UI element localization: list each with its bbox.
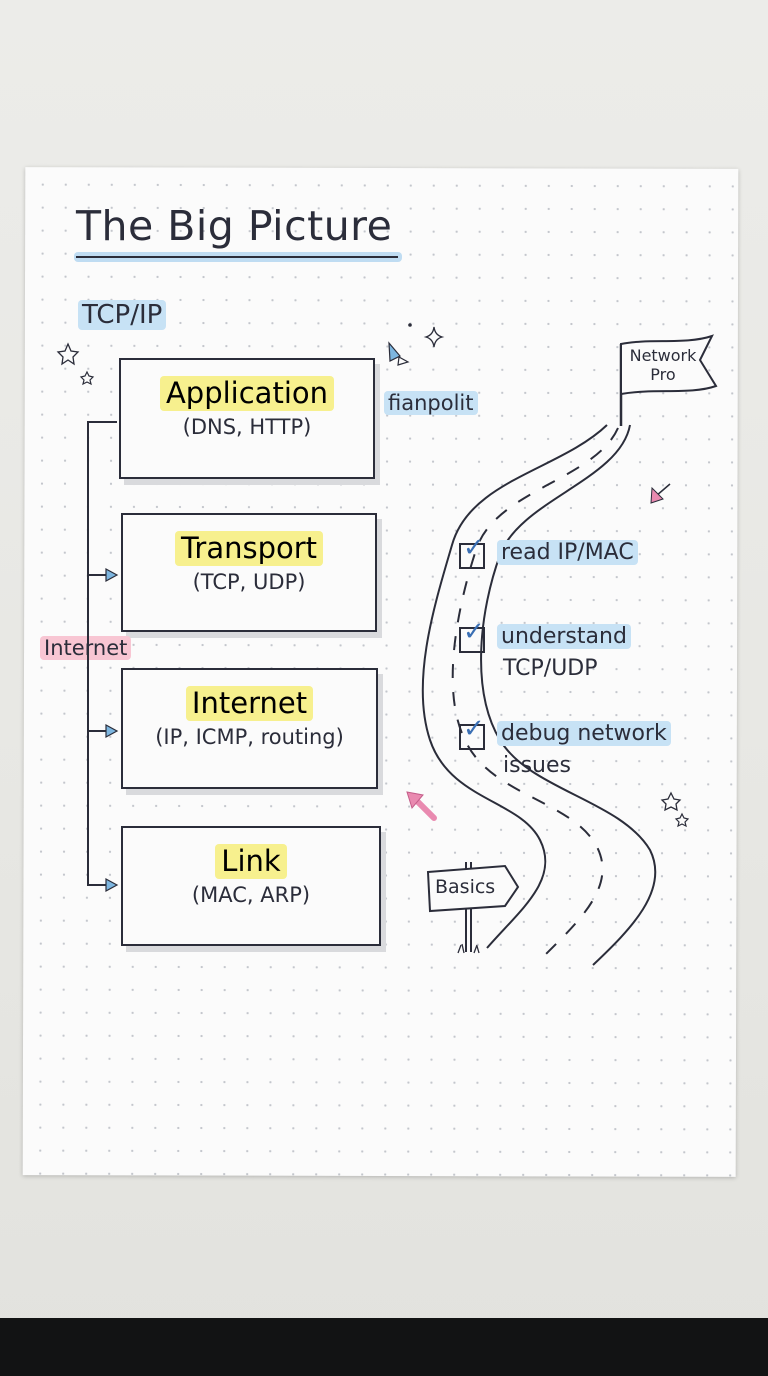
tool-label: fianpolit	[384, 391, 478, 415]
sparkle-icon	[423, 326, 445, 348]
layer-name: Internet	[185, 686, 314, 721]
pink-arrow-shaft	[413, 797, 437, 821]
tool-label-text: fianpolit	[384, 391, 478, 415]
layer-box-application: Application (DNS, HTTP)	[119, 358, 375, 479]
dot-icon	[408, 323, 412, 327]
page-title: The Big Picture	[76, 202, 393, 250]
layer-protocols: (TCP, UDP)	[192, 569, 306, 594]
layer-name: Transport	[174, 531, 324, 566]
triangle-icon	[397, 356, 410, 366]
checklist-item-text-line2: issues	[503, 752, 571, 778]
side-label: Internet	[40, 636, 132, 660]
layer-protocols: (IP, ICMP, routing)	[155, 724, 344, 749]
checklist-item: ✓ understand TCP/UDP	[459, 619, 631, 685]
flag-icon	[620, 334, 718, 396]
layer-protocols: (DNS, HTTP)	[182, 414, 312, 439]
subtitle-text: TCP/IP	[78, 300, 167, 330]
layer-protocols: (MAC, ARP)	[191, 882, 311, 907]
checklist-item: ✓ read IP/MAC	[459, 535, 638, 569]
checklist-item-text-line2: TCP/UDP	[503, 655, 598, 681]
checklist-item: ✓ debug network issues	[459, 716, 671, 782]
pink-arrow-icon	[406, 791, 424, 810]
flag-label-line2: Pro	[650, 365, 676, 385]
road-left-edge	[421, 424, 608, 949]
side-label-text: Internet	[40, 636, 132, 660]
flag-label-line1: Network	[629, 346, 697, 365]
checklist-item-text: read IP/MAC	[497, 540, 638, 565]
star-icon	[56, 342, 80, 366]
pink-arrow-icon	[650, 486, 664, 504]
flag-label: Network Pro	[625, 346, 701, 384]
star-icon	[674, 812, 690, 828]
table-edge	[0, 1318, 768, 1376]
arrow-head-icon	[105, 877, 119, 893]
arrow-head-icon	[105, 723, 119, 739]
signpost-icon	[426, 864, 520, 913]
checkmark-icon: ✓	[463, 617, 485, 647]
checkbox: ✓	[459, 619, 485, 653]
checklist-item-text: debug network	[497, 721, 671, 746]
checkmark-icon: ✓	[463, 533, 485, 563]
star-icon	[79, 370, 95, 386]
checkmark-icon: ✓	[463, 714, 485, 744]
layer-name: Application	[159, 376, 335, 411]
signpost-label: Basics	[435, 876, 496, 898]
checkbox: ✓	[459, 535, 485, 569]
layer-box-transport: Transport (TCP, UDP)	[121, 513, 377, 632]
checkbox: ✓	[459, 716, 485, 750]
layer-box-internet: Internet (IP, ICMP, routing)	[121, 668, 378, 789]
star-icon	[660, 791, 682, 812]
title-underline	[76, 256, 398, 258]
layer-box-link: Link (MAC, ARP)	[121, 826, 381, 946]
pencil-tip-icon	[388, 341, 401, 362]
arrow-head-icon	[105, 567, 119, 583]
checklist-item-text: understand	[497, 624, 631, 649]
model-subtitle: TCP/IP	[78, 300, 167, 330]
layer-name: Link	[215, 844, 287, 879]
bracket-line	[87, 421, 117, 886]
grass-icon	[457, 943, 480, 954]
